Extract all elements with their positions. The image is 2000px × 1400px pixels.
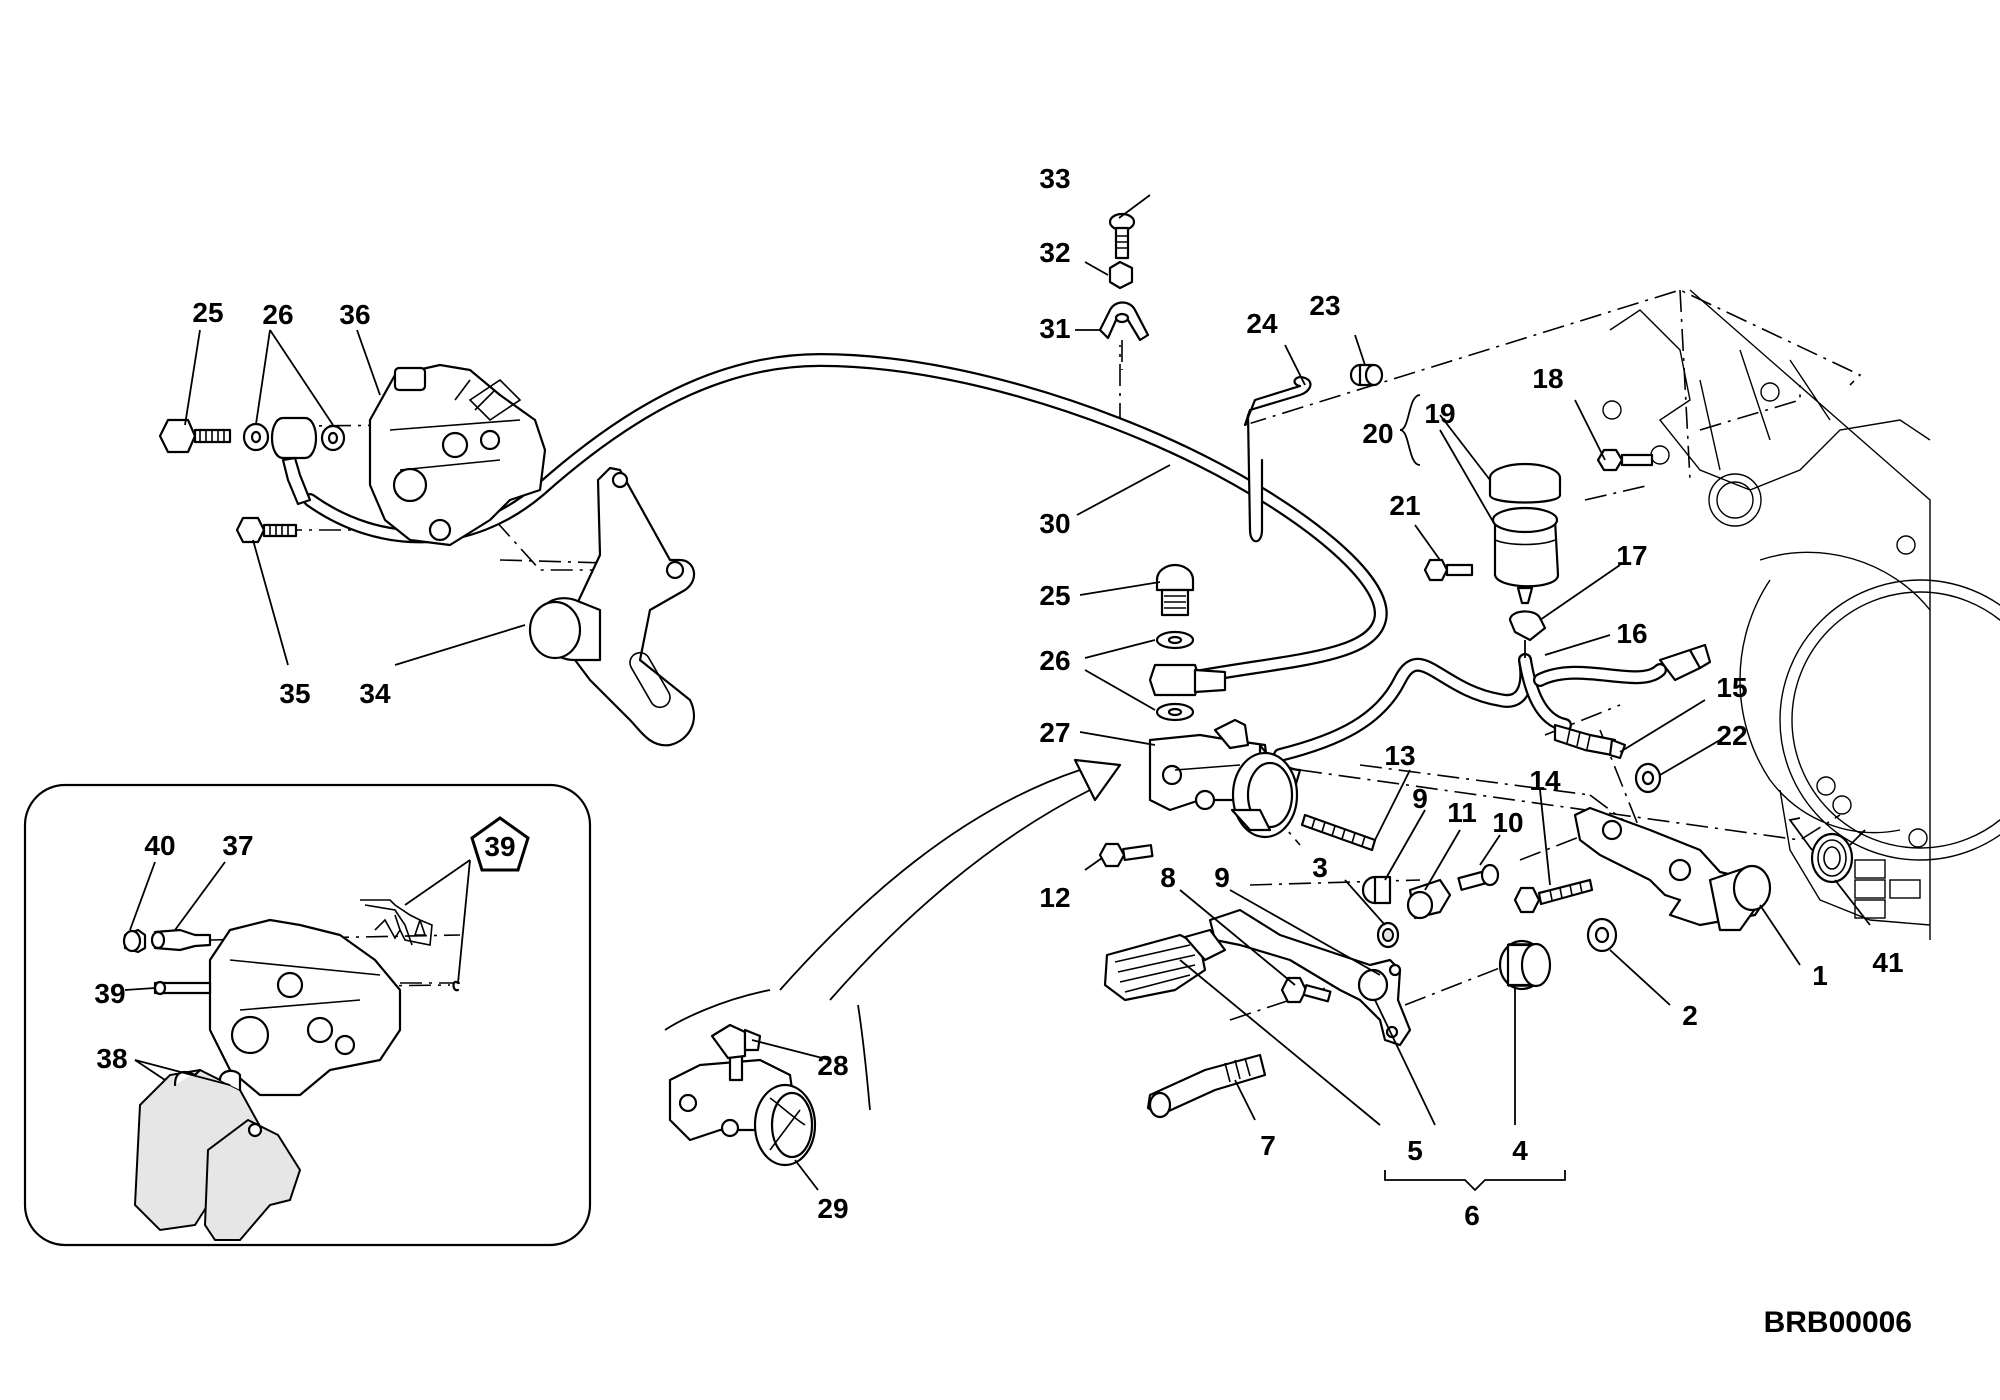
callout-11: 11 bbox=[1447, 797, 1477, 828]
brake-caliper-36 bbox=[368, 363, 547, 547]
brake-hose-30 bbox=[303, 353, 1667, 762]
pivot-pin-7 bbox=[1146, 1053, 1267, 1119]
callout-31: 31 bbox=[1039, 313, 1070, 344]
callout-10: 10 bbox=[1492, 807, 1523, 838]
callout-15: 15 bbox=[1716, 672, 1747, 703]
callout-9b: 9 bbox=[1214, 862, 1230, 893]
pedal-rubber-8 bbox=[1103, 928, 1227, 1002]
callout-36: 36 bbox=[339, 299, 370, 330]
callout-38: 38 bbox=[96, 1043, 127, 1074]
callout-19: 19 bbox=[1424, 398, 1455, 429]
callout-17: 17 bbox=[1616, 540, 1647, 571]
washer-22 bbox=[1634, 762, 1662, 794]
callout-16: 16 bbox=[1616, 618, 1647, 649]
rear-master-cylinder-27 bbox=[1148, 718, 1302, 839]
callout-labels: 33 32 31 24 23 18 20 19 21 30 17 16 25 2… bbox=[94, 163, 1903, 1231]
callout-6: 6 bbox=[1464, 1200, 1480, 1231]
callout-27: 27 bbox=[1039, 717, 1070, 748]
pentagon-badge-39: 39 bbox=[470, 816, 530, 872]
callout-2: 2 bbox=[1682, 1000, 1698, 1031]
bushing-4 bbox=[1498, 939, 1552, 991]
engine-outline bbox=[1602, 289, 2000, 940]
callout-25-master: 25 bbox=[1039, 580, 1070, 611]
washer-2 bbox=[1586, 917, 1618, 953]
callout-39-inset: 39 bbox=[94, 978, 125, 1009]
callout-26-caliper: 26 bbox=[262, 299, 293, 330]
callout-20: 20 bbox=[1362, 418, 1393, 449]
callout-28: 28 bbox=[817, 1050, 848, 1081]
callout-29: 29 bbox=[817, 1193, 848, 1224]
washer-32 bbox=[1108, 260, 1134, 290]
screw-21 bbox=[1423, 558, 1474, 582]
callout-12: 12 bbox=[1039, 882, 1070, 913]
switch-connector bbox=[1658, 643, 1712, 682]
callout-23: 23 bbox=[1309, 290, 1340, 321]
clamp-31 bbox=[1098, 301, 1150, 342]
fluid-reservoir-20 bbox=[1488, 462, 1562, 605]
callout-30: 30 bbox=[1039, 508, 1070, 539]
leader-lines bbox=[124, 194, 1871, 1192]
callout-26-master: 26 bbox=[1039, 645, 1070, 676]
callout-35: 35 bbox=[279, 678, 310, 709]
callout-21: 21 bbox=[1389, 490, 1420, 521]
callout-1: 1 bbox=[1812, 960, 1828, 991]
callout-37: 37 bbox=[222, 830, 253, 861]
bolt-10 bbox=[1457, 863, 1500, 891]
pushrod-13 bbox=[1300, 813, 1377, 852]
callout-39-pentagon: 39 bbox=[484, 831, 515, 862]
callout-8: 8 bbox=[1160, 862, 1176, 893]
callout-3: 3 bbox=[1312, 852, 1328, 883]
screw-12 bbox=[1098, 842, 1154, 868]
callout-4: 4 bbox=[1512, 1135, 1528, 1166]
callout-41: 41 bbox=[1872, 947, 1903, 978]
callout-40: 40 bbox=[144, 830, 175, 861]
nut-23 bbox=[1349, 363, 1384, 387]
nut-9 bbox=[1361, 875, 1392, 905]
banjo-stack-master bbox=[1148, 563, 1227, 722]
screw-9b bbox=[1280, 976, 1332, 1004]
callout-5: 5 bbox=[1407, 1135, 1423, 1166]
callout-34: 34 bbox=[359, 678, 391, 709]
callout-33: 33 bbox=[1039, 163, 1070, 194]
master-cylinder-alt-29 bbox=[668, 1023, 817, 1167]
screw-18 bbox=[1596, 448, 1654, 472]
connection-arrow bbox=[664, 758, 1122, 1111]
callout-22: 22 bbox=[1716, 720, 1747, 751]
callout-32: 32 bbox=[1039, 237, 1070, 268]
banjo-bolt-caliper bbox=[158, 416, 346, 506]
bolt-35 bbox=[235, 516, 298, 544]
bolt-14 bbox=[1513, 878, 1594, 914]
washer-3 bbox=[1376, 921, 1400, 949]
footrest-bracket-1 bbox=[1573, 806, 1772, 932]
callout-13: 13 bbox=[1384, 740, 1415, 771]
screw-33 bbox=[1108, 212, 1136, 260]
hose-clamp-17 bbox=[1508, 610, 1547, 642]
callout-25-caliper: 25 bbox=[192, 297, 223, 328]
callout-24: 24 bbox=[1246, 308, 1278, 339]
spring-41 bbox=[1788, 817, 1866, 884]
brake-switch-15 bbox=[1553, 723, 1627, 760]
drawing-code: BRB00006 bbox=[1764, 1306, 1912, 1339]
callout-9a: 9 bbox=[1412, 783, 1428, 814]
caliper-bracket-34 bbox=[528, 466, 696, 747]
callout-7: 7 bbox=[1260, 1130, 1276, 1161]
callout-18: 18 bbox=[1532, 363, 1563, 394]
bracket-24 bbox=[1243, 376, 1312, 543]
inset-box bbox=[23, 783, 592, 1247]
clevis-11 bbox=[1406, 878, 1452, 920]
callout-14: 14 bbox=[1529, 765, 1561, 796]
